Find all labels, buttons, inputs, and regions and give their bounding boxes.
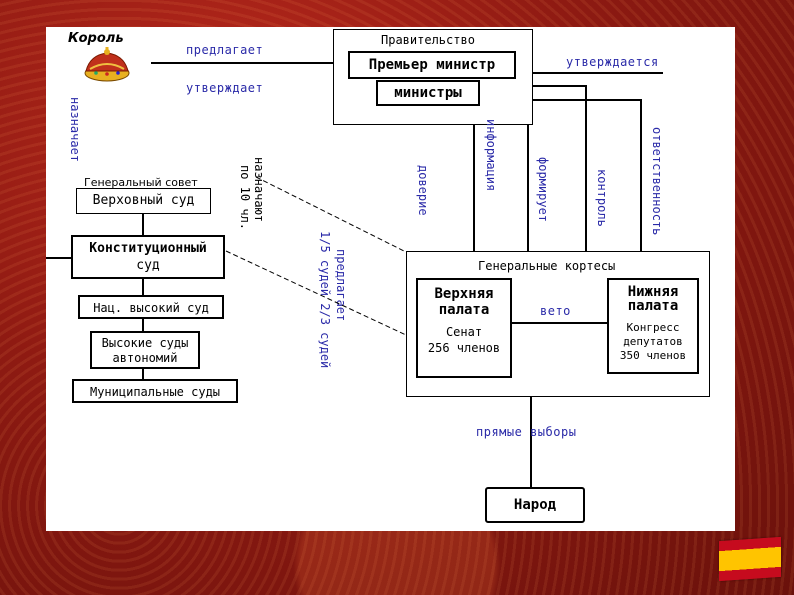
congress-label: Конгресс [626,321,680,334]
information-line [527,125,529,251]
autonomy-courts-line2: автономий [112,351,178,365]
people-label: Народ [513,497,557,513]
control-top-line [533,85,586,87]
prime-minister-box: Премьер министр [348,51,516,79]
king-label: Король [68,31,124,46]
general-council-label: Генеральный совет [84,176,198,189]
approves-right-line [533,72,663,74]
upper-chamber-box: Верхняя палата Сенат 256 членов [416,278,512,378]
government-title: Правительство [381,33,475,47]
constitutional-court-box: Конституционный суд [71,235,225,279]
ministers-label: министры [394,85,462,101]
senate-members-label: 256 членов [427,341,501,355]
people-box: Народ [485,487,585,523]
dashed-connectors [225,176,407,336]
crown-icon [84,47,130,82]
deputies-label: депутатов [623,335,683,348]
responsibility-line [640,99,642,251]
lower-chamber-line1: Нижняя [627,284,679,300]
constitutional-left-line [46,257,71,259]
king-government-line [151,62,347,64]
national-high-court-box: Нац. высокий суд [78,295,224,319]
cortes-title: Генеральные кортесы [478,259,616,273]
upper-chamber-line1: Верхняя [434,286,494,302]
approves-right-label: утверждается [566,55,659,69]
lower-chamber-line2: палата [627,298,679,314]
autonomy-courts-line1: Высокие суды [101,336,189,350]
municipal-courts-box: Муниципальные суды [72,379,238,403]
deputies-count-label: 350 членов [619,349,687,362]
senate-label: Сенат [445,325,483,339]
national-high-court-label: Нац. высокий суд [93,301,209,315]
responsibility-top-line [533,99,641,101]
supreme-court-box: Верховный суд [76,188,211,214]
approves-left-label: утверждает [186,81,264,95]
lower-chamber-box: Нижняя палата Конгресс депутатов 350 чле… [607,278,699,374]
constitutional-court-line1: Конституционный [89,241,207,256]
constitutional-court-line2: суд [136,258,160,273]
veto-label: вето [540,304,571,318]
spain-flag-icon [719,536,781,582]
direct-elections-label: прямые выборы [476,425,577,439]
proposes-top-label: предлагает [186,43,264,57]
courts-stem-1 [142,214,144,235]
upper-chamber-line2: палата [438,302,490,318]
autonomy-courts-box: Высокие суды автономий [90,331,200,369]
diagram-slide: Король предлагает утверждает Правительст… [46,27,735,531]
prime-minister-label: Премьер министр [368,57,496,73]
veto-line [512,322,607,324]
ministers-box: министры [376,80,480,106]
municipal-courts-label: Муниципальные суды [89,385,221,399]
courts-stem-3 [142,319,144,331]
control-line [585,85,587,251]
supreme-court-label: Верховный суд [92,193,195,208]
courts-stem-4 [142,369,144,379]
courts-stem-2 [142,279,144,295]
trust-line [473,125,475,251]
elections-line [530,397,532,487]
